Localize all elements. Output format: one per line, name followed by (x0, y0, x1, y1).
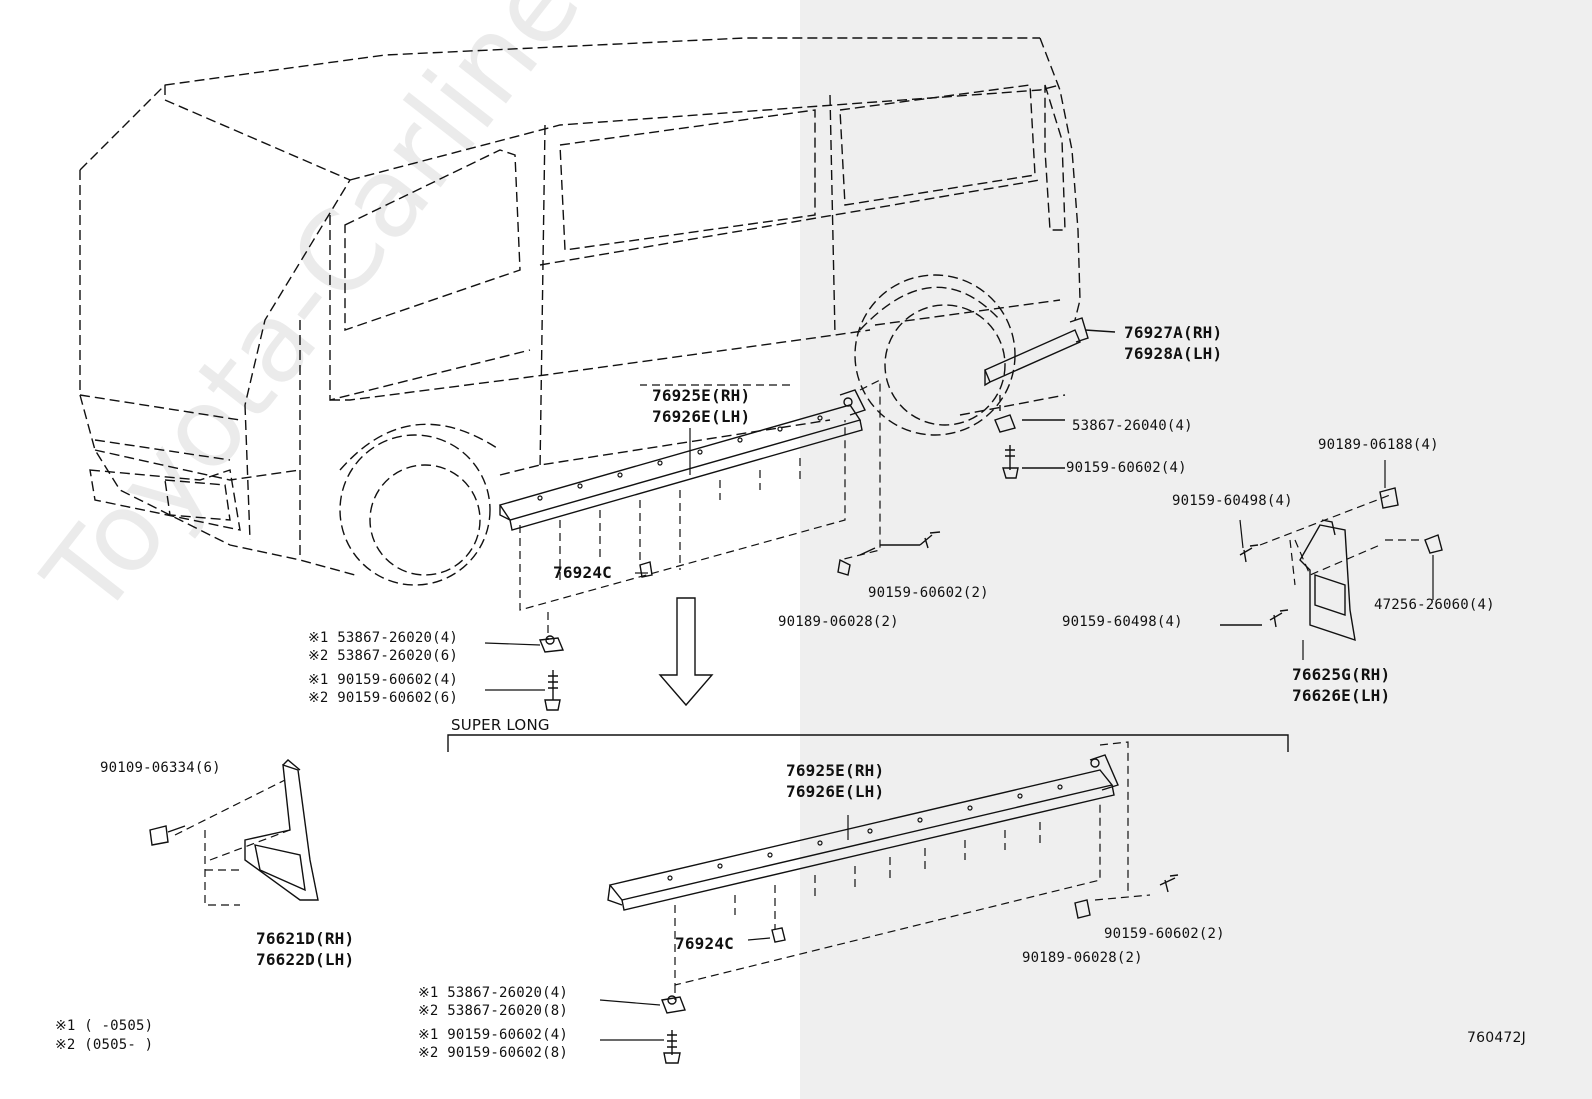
background-shade (800, 0, 1592, 1099)
sub1-bolt-label: ※1 90159-60602(4) (308, 672, 458, 688)
lower-side-step-label: 76925E(RH) 76926E(LH) (786, 760, 884, 802)
lower-side-step-lh: 76926E(LH) (786, 782, 885, 801)
super-long-bracket (447, 734, 1289, 752)
rear-step-part-lh: 76928A(LH) (1124, 344, 1223, 363)
lower-sub1-bolt-label: ※1 90159-60602(4) (418, 1027, 568, 1043)
nut-53867-26040-label: 53867-26040(4) (1072, 418, 1193, 434)
upper-side-step-lh: 76926E(LH) (652, 407, 751, 426)
super-long-title: SUPER LONG (451, 716, 550, 734)
sub2-bolt-label: ※2 90159-60602(6) (308, 690, 458, 706)
lower-bolt-90159-60602-2-label: 90159-60602(2) (1104, 926, 1225, 942)
clip-47256-26060-label: 47256-26060(4) (1374, 597, 1495, 613)
bolt-90159-60498-top-label: 90159-60498(4) (1172, 493, 1293, 509)
rear-step-part (984, 317, 1116, 415)
front-mudguard-leaders (174, 779, 291, 906)
lower-clip-76924c-label: 76924C (675, 934, 734, 953)
upper-side-step-rh: 76925E(RH) (652, 386, 751, 405)
footnote-1: ※1 ( -0505) (55, 1018, 154, 1034)
upper-side-step-label: 76925E(RH) 76926E(LH) (652, 385, 750, 427)
rear-mudguard-fasteners (1220, 487, 1443, 628)
upper-fasteners (538, 414, 1065, 711)
label-leaders (484, 428, 1434, 1041)
lower-sub2-bolt-label: ※2 90159-60602(8) (418, 1045, 568, 1061)
front-mudguard-label: 76621D(RH) 76622D(LH) (256, 928, 354, 970)
lower-nut-90189-06028-2-label: 90189-06028(2) (1022, 950, 1143, 966)
rear-mudguard-lh: 76626E(LH) (1292, 686, 1391, 705)
front-mudguard-rh: 76621D(RH) (256, 929, 355, 948)
bolt-90159-60498-bottom-label: 90159-60498(4) (1062, 614, 1183, 630)
diagram-code: 760472J (1467, 1030, 1526, 1046)
bolt-90109-06334-label: 90109-06334(6) (100, 760, 221, 776)
rear-step-label: 76927A(RH) 76928A(LH) (1124, 322, 1222, 364)
lower-side-step-rh: 76925E(RH) (786, 761, 885, 780)
rear-mudguard-part (1299, 519, 1356, 642)
down-arrow-shape (658, 597, 714, 707)
lower-sub2-nut-label: ※2 53867-26020(8) (418, 1003, 568, 1019)
front-mudguard-lh: 76622D(LH) (256, 950, 355, 969)
van-windows (344, 84, 1066, 331)
lower-dashed-leaders (674, 741, 1151, 1000)
clip-76924c-label: 76924C (553, 563, 612, 582)
van-front (89, 439, 241, 531)
sub2-nut-label: ※2 53867-26020(6) (308, 648, 458, 664)
van-wheels (339, 274, 1016, 586)
bolt-90159-60602-label: 90159-60602(4) (1066, 460, 1187, 476)
front-mudguard-part (244, 759, 319, 901)
upper-dashed-leaders (519, 379, 881, 640)
lower-fasteners (661, 874, 1179, 1064)
rear-mudguard-leaders (1259, 494, 1420, 586)
front-mudguard-fasteners (149, 825, 186, 846)
lower-side-step (607, 754, 1119, 911)
nut-90189-06028-2-label: 90189-06028(2) (778, 614, 899, 630)
sub1-nut-label: ※1 53867-26020(4) (308, 630, 458, 646)
rear-step-part-rh: 76927A(RH) (1124, 323, 1223, 342)
footnote-2: ※2 (0505- ) (55, 1037, 154, 1053)
lower-sub1-nut-label: ※1 53867-26020(4) (418, 985, 568, 1001)
bolt-90159-60602-2-label: 90159-60602(2) (868, 585, 989, 601)
van-body-outline (79, 37, 1081, 576)
rear-mudguard-rh: 76625G(RH) (1292, 665, 1391, 684)
upper-side-step (498, 389, 866, 531)
nut-90189-06188-label: 90189-06188(4) (1318, 437, 1439, 453)
rear-mudguard-label: 76625G(RH) 76626E(LH) (1292, 664, 1390, 706)
